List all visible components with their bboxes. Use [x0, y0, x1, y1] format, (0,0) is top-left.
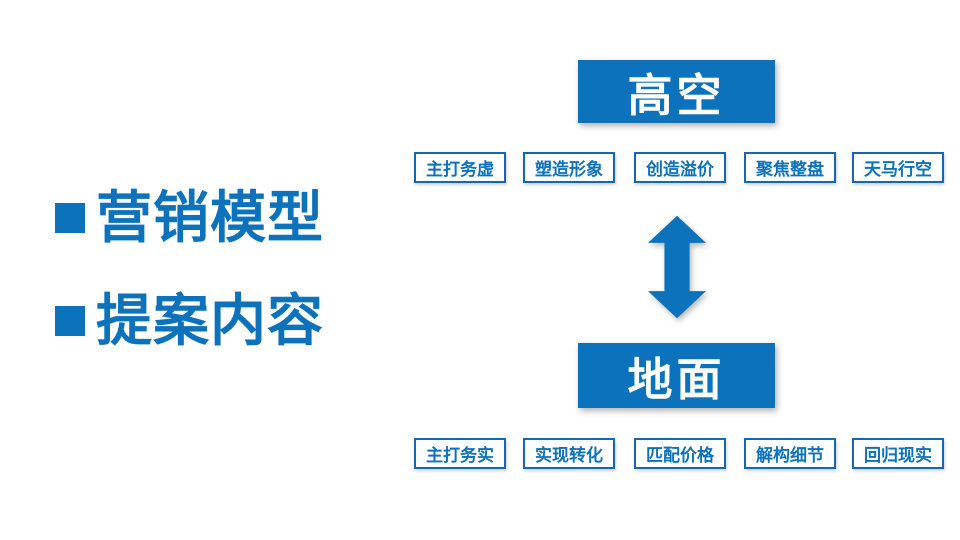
air-strategy-chip: 聚焦整盘: [744, 152, 836, 183]
bullet-item-proposal-content: 提案内容: [55, 292, 324, 350]
ground-level-box: 地面: [578, 343, 775, 408]
air-level-label: 高空: [627, 70, 726, 121]
ground-strategy-chip: 实现转化: [523, 438, 615, 469]
ground-strategy-chip: 匹配价格: [634, 438, 726, 469]
ground-strategy-chip: 主打务实: [414, 438, 506, 469]
air-strategy-chip: 塑造形象: [523, 152, 615, 183]
double-vertical-arrow-icon: [648, 214, 706, 320]
bullet-label: 提案内容: [96, 289, 324, 352]
square-bullet-icon: [55, 306, 85, 336]
ground-level-label: 地面: [627, 354, 726, 405]
square-bullet-icon: [55, 203, 85, 233]
air-strategy-chip: 创造溢价: [634, 152, 726, 183]
air-level-box: 高空: [578, 60, 775, 123]
ground-strategy-chip: 回归现实: [852, 438, 944, 469]
air-strategy-chip: 主打务虚: [414, 152, 506, 183]
air-strategy-chip: 天马行空: [852, 152, 944, 183]
bullet-label: 营销模型: [96, 186, 324, 249]
ground-strategy-chip: 解构细节: [744, 438, 836, 469]
bullet-item-marketing-model: 营销模型: [55, 189, 324, 247]
